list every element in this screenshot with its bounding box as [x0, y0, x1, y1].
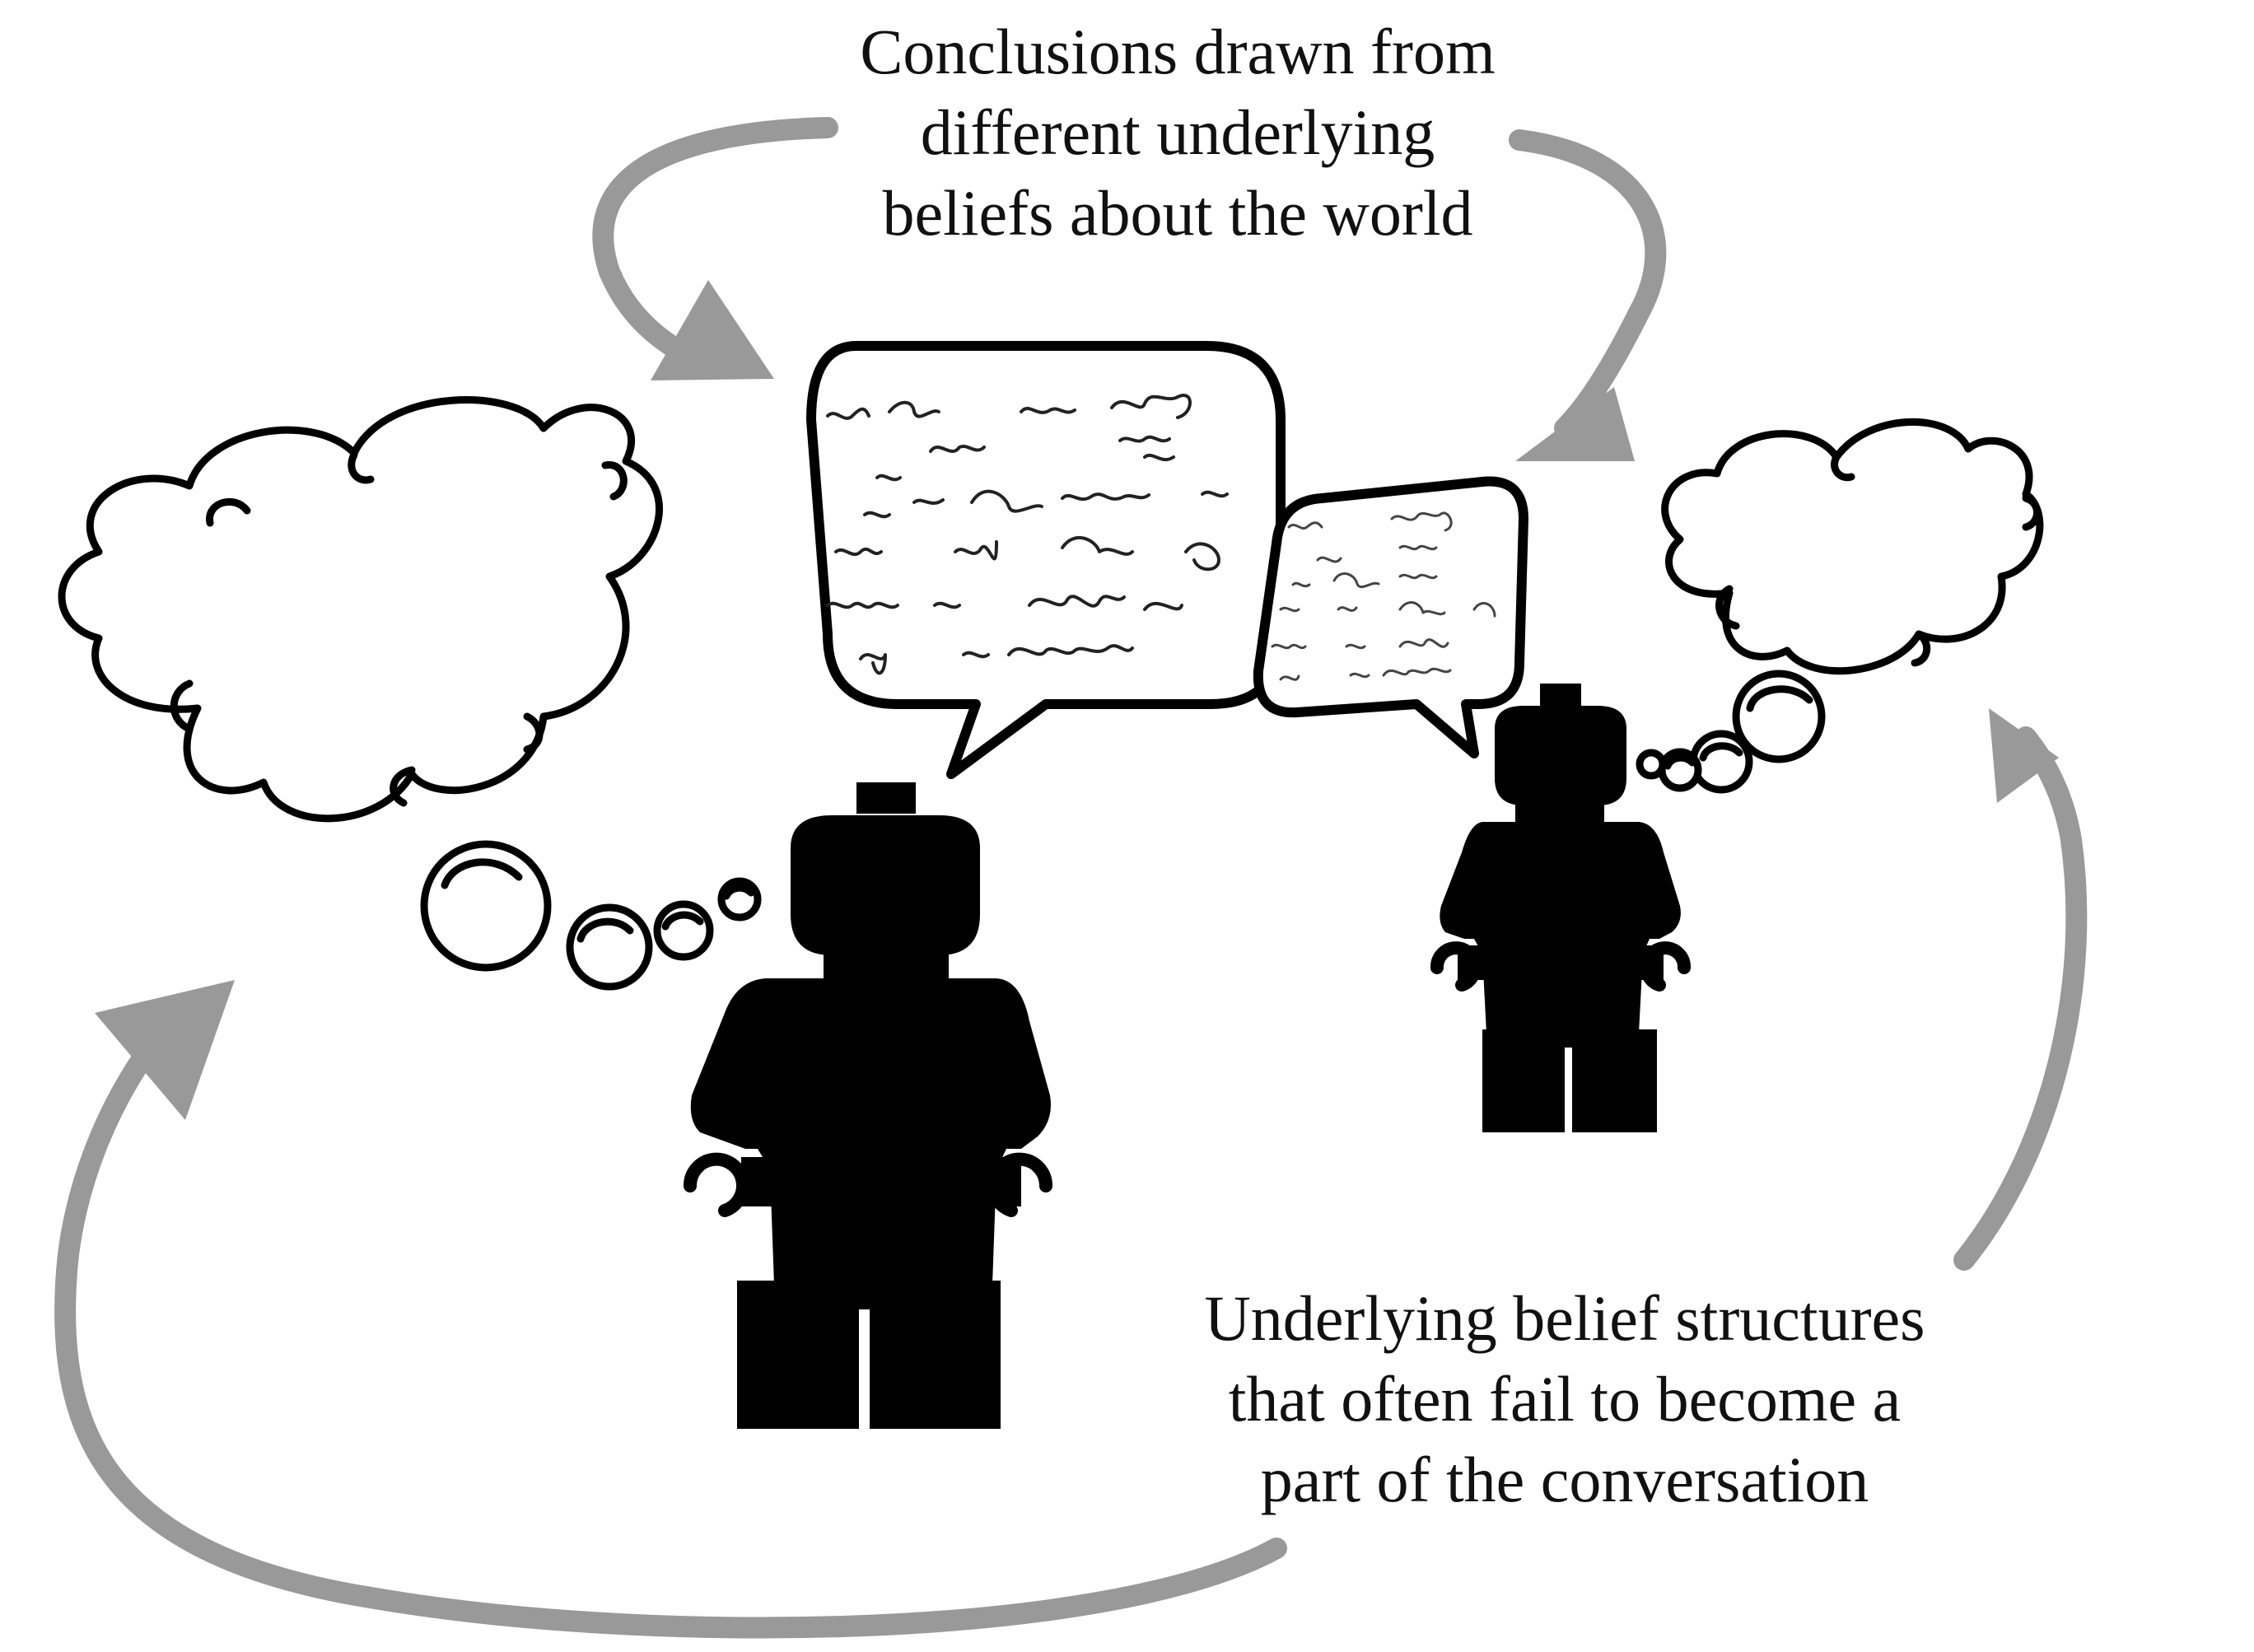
arrow-top-left — [592, 117, 838, 380]
arrow-bottom-right — [1953, 708, 2088, 1271]
minifigure-large — [683, 782, 1053, 1429]
arrow-bottom-left — [54, 980, 1287, 1639]
thought-cloud-left — [58, 396, 762, 991]
minifigure-small — [1430, 684, 1691, 1132]
caption-bottom: Underlying belief structures that often … — [1104, 1278, 2026, 1520]
caption-top: Conclusions drawn from different underly… — [758, 12, 1598, 254]
caption-top-line-1: Conclusions drawn from — [860, 16, 1496, 87]
thought-cloud-right — [1636, 418, 2044, 794]
handwriting-scribble — [826, 394, 1229, 675]
speech-bubble-large — [806, 341, 1286, 779]
caption-bottom-line-2: that often fail to become a — [1228, 1363, 1902, 1435]
handwriting-scribble — [1271, 511, 1496, 681]
arrow-top-right — [1509, 129, 1667, 461]
speech-bubble-small — [1253, 476, 1528, 758]
caption-top-line-3: beliefs about the world — [882, 177, 1473, 249]
caption-bottom-line-3: part of the conversation — [1260, 1444, 1869, 1515]
caption-bottom-line-1: Underlying belief structures — [1204, 1282, 1925, 1354]
caption-top-line-2: different underlying — [920, 96, 1435, 168]
